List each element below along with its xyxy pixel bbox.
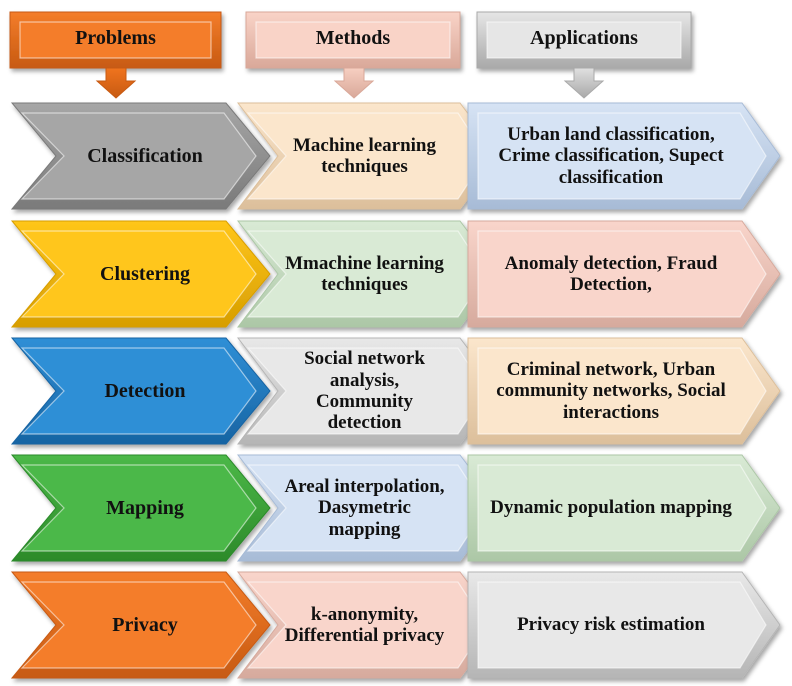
application-mapping-label: Dynamic population mapping [490, 497, 732, 519]
method-privacy-label: k-anonymity, Differential privacy [284, 603, 445, 646]
method-classification-label: Machine learning techniques [292, 134, 437, 177]
problem-classification-label: Classification [87, 144, 203, 167]
header-problems-label: Problems [75, 26, 156, 49]
problem-mapping-label: Mapping [106, 496, 184, 519]
application-classification-label: Urban land classification, Crime classif… [498, 124, 724, 188]
method-clustering-label: Mmachine learning techniques [285, 252, 444, 295]
application-privacy-label: Privacy risk estimation [517, 614, 705, 636]
header-applications-box [476, 11, 692, 69]
problem-classification-chevron [10, 102, 271, 210]
method-mapping-label: Areal interpolation, Dasymetric mapping [284, 476, 445, 540]
method-classification-chevron [236, 102, 501, 210]
header-problems-box [9, 11, 222, 69]
methods-down-arrow-icon [333, 67, 375, 99]
problem-mapping-chevron [10, 454, 271, 562]
problem-privacy-label: Privacy [112, 613, 178, 636]
problem-detection-label: Detection [104, 379, 186, 402]
application-privacy-chevron [467, 571, 781, 679]
problem-clustering-label: Clustering [100, 262, 190, 285]
application-detection-label: Criminal network, Urban community networ… [496, 359, 726, 423]
application-clustering-label: Anomaly detection, Fraud Detection, [504, 252, 718, 295]
application-detection-chevron [467, 337, 781, 445]
header-methods-box [245, 11, 461, 69]
problem-privacy-chevron [10, 571, 271, 679]
header-applications-label: Applications [530, 26, 638, 49]
application-clustering-chevron [467, 220, 781, 328]
method-clustering-chevron [236, 220, 501, 328]
method-privacy-chevron [236, 571, 501, 679]
problem-detection-chevron [10, 337, 271, 445]
problems-down-arrow-icon [95, 67, 137, 99]
method-detection-label: Social network analysis, Community detec… [304, 348, 425, 434]
method-detection-chevron [236, 337, 501, 445]
header-methods-label: Methods [315, 26, 391, 49]
method-mapping-chevron [236, 454, 501, 562]
application-classification-chevron [467, 102, 781, 210]
application-mapping-chevron [467, 454, 781, 562]
problem-clustering-chevron [10, 220, 271, 328]
applications-down-arrow-icon [563, 67, 605, 99]
